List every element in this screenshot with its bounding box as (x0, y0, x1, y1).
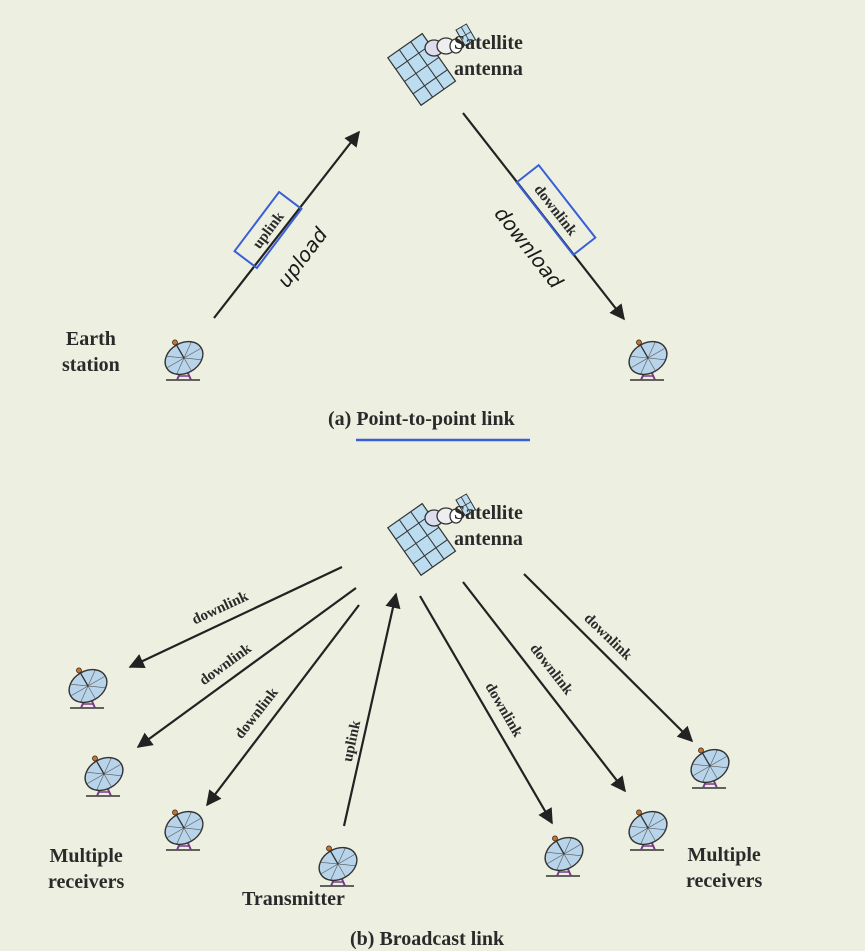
downlink-arrow-left-3 (206, 604, 360, 807)
left-receiver-dish-2-icon (75, 745, 130, 798)
downlink-label-left-3: downlink (232, 684, 282, 742)
downlink-highlight-box (515, 163, 597, 257)
right-receivers-label: Multiple receivers (686, 842, 762, 894)
downlink-label-right-1: downlink (482, 680, 526, 741)
satellite-label-b: Satellite antenna (454, 500, 523, 552)
downlink-arrow-left-1 (128, 566, 343, 669)
downlink-label-right-2: downlink (526, 641, 576, 699)
satellite-label-b-line-1: Satellite (454, 502, 523, 524)
earth-station-label: Earth station (62, 326, 120, 378)
caption-a-prefix: (a) (328, 408, 352, 430)
satellite-label-line-1: Satellite (454, 32, 523, 54)
right-receiver-dish-2-icon (619, 799, 674, 852)
downlink-arrow-right-1 (419, 595, 553, 825)
left-receivers-label-line-1: Multiple (49, 845, 123, 867)
caption-a: (a) Point-to-point link (328, 408, 515, 431)
left-receivers-label: Multiple receivers (48, 843, 124, 895)
left-receivers-label-line-2: receivers (48, 871, 125, 893)
uplink-arrow (213, 130, 360, 319)
downlink-arrow-left-2 (136, 587, 357, 748)
earth-station-dish-icon (155, 329, 210, 382)
transmitter-dish-icon (309, 835, 364, 888)
right-receivers-label-line-1: Multiple (687, 844, 761, 866)
uplink-arrow-transmitter (342, 592, 401, 827)
caption-a-title: Point-to-point link (356, 408, 515, 430)
satellite-label-a: Satellite antenna (454, 30, 523, 82)
receiver-dish-icon (619, 329, 674, 382)
satellite-label-line-2: antenna (454, 58, 523, 80)
left-receiver-dish-1-icon (59, 657, 114, 710)
uplink-highlight-box (233, 190, 303, 270)
earth-station-label-line-1: Earth (65, 328, 116, 350)
downlink-arrow-right-2 (462, 581, 626, 793)
downlink-arrow-right-3 (523, 573, 694, 743)
right-receivers-label-line-2: receivers (686, 870, 763, 892)
earth-station-label-line-2: station (62, 354, 120, 376)
uplink-label-transmitter: uplink (340, 718, 364, 763)
caption-b: (b) Broadcast link (350, 928, 505, 950)
right-receiver-dish-3-icon (681, 737, 736, 790)
downlink-label-left-1: downlink (190, 588, 252, 628)
transmitter-label: Transmitter (242, 888, 345, 910)
satellite-label-b-line-2: antenna (454, 528, 523, 550)
left-receiver-dish-3-icon (155, 799, 210, 852)
right-receiver-dish-1-icon (535, 825, 590, 878)
